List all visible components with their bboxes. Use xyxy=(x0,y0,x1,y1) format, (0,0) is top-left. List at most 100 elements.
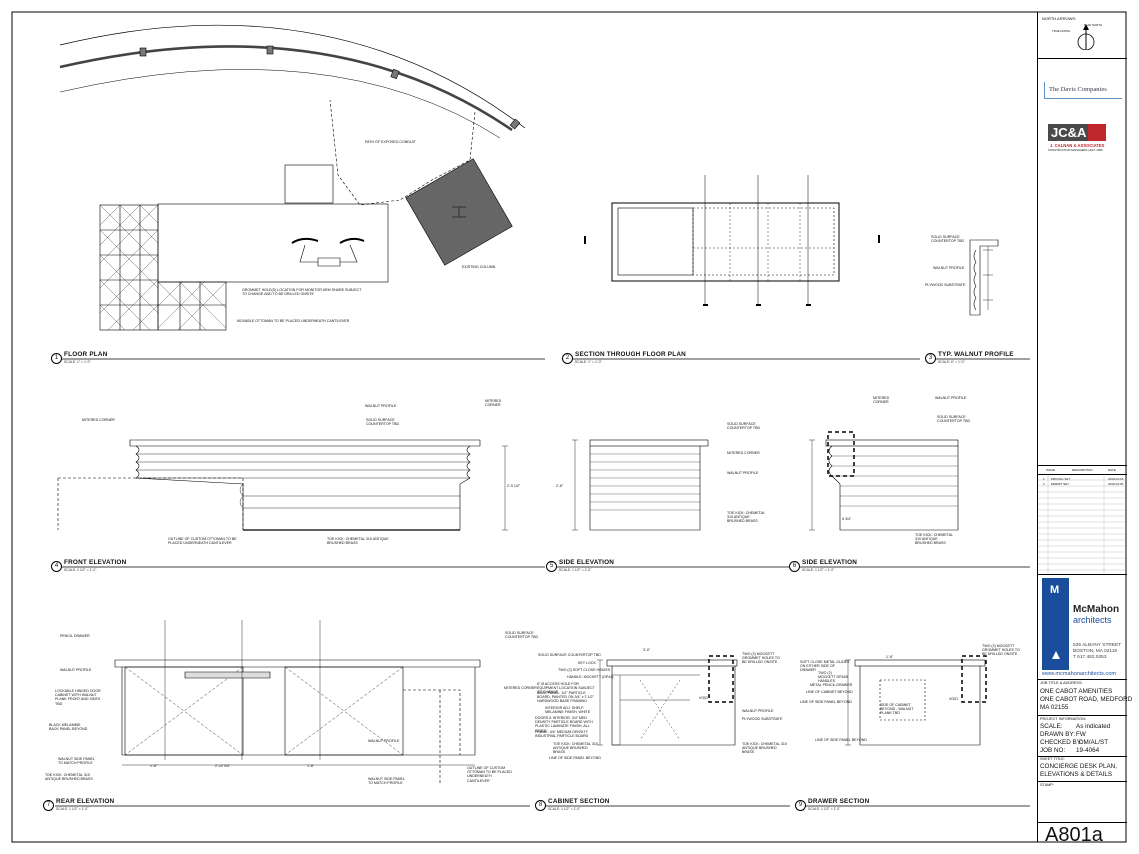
note-side5-walnut: WALNUT PROFILE xyxy=(727,471,759,475)
view-title-1: FLOOR PLAN xyxy=(64,351,108,358)
rev-2-issue: 2 xyxy=(1043,482,1045,486)
view-number-9: 9 xyxy=(795,800,806,811)
note-side6-mitered: MITERED CORNER xyxy=(873,396,890,405)
true-north-label: TRUE NORTH xyxy=(1052,29,1071,33)
sheet-title-2: ELEVATIONS & DETAILS xyxy=(1040,771,1113,778)
architect-name: McMahon xyxy=(1073,604,1120,615)
project-info-label: PROJECT INFORMATION: xyxy=(1040,717,1087,721)
job-title-1: ONE CABOT AMENITIES xyxy=(1040,688,1113,695)
note-cab-toe-kick: TOE KICK: CHEMETAL 310 ANTIQUE BRUSHED B… xyxy=(553,742,598,755)
rev-header-desc: DESCRIPTION xyxy=(1072,468,1093,472)
view-title-5: SIDE ELEVATION xyxy=(559,559,615,566)
note-drawer-handles: TWO (2) MOCKETT DP44B HANDLES xyxy=(818,671,848,684)
north-arrow-icon xyxy=(1077,24,1095,50)
view-title-7: REAR ELEVATION xyxy=(56,798,115,805)
dim-1: 1'-8" xyxy=(150,764,158,768)
dim-7: 5 3/4" xyxy=(842,517,852,521)
architect-address-1: 535 ALBANY STREET xyxy=(1073,643,1122,648)
view-scale-2: SCALE: 1" = 1'-0" xyxy=(575,360,602,364)
triangle-icon xyxy=(1052,651,1060,659)
view-scale-5: SCALE: 1 1/2" = 1'-0" xyxy=(559,568,592,572)
note-profile-walnut: WALNUT PROFILE xyxy=(933,266,965,270)
note-side6-solid-surface: SOLID SURFACE COUNTERTOP TBD xyxy=(937,415,971,424)
note-cab-key-lock: KEY LOCK xyxy=(578,661,596,665)
note-front-toe-kick: TOE KICK: CHEMETAL 310 ANTIQUE BRUSHED B… xyxy=(327,537,389,546)
note-cab-solid-surface: SOLID SURFACE COUNTERTOP TBD xyxy=(538,653,601,657)
note-drawer-pencil: METAL PENCIL DRAWER xyxy=(810,683,853,687)
view-title-8: CABINET SECTION xyxy=(548,798,610,805)
north-arrow-label: NORTH ARROWS: xyxy=(1042,16,1077,21)
contractor-tagline: CONSTRUCTION MANAGERS | EST. 1996 xyxy=(1048,148,1103,152)
note-front-mitered-left: MITERED CORNER xyxy=(82,418,115,422)
note-cab-handle: HANDLE: MOCKETT (DP44) xyxy=(567,675,614,679)
rear-elevation-drawing xyxy=(114,620,481,785)
note-rear-walnut-side-2: WALNUT SIDE PANEL TO MATCH PROFILE xyxy=(368,777,405,786)
side-elevation-5-drawing xyxy=(572,439,709,531)
view-title-6: SIDE ELEVATION xyxy=(802,559,858,566)
view-title-9: DRAWER SECTION xyxy=(808,798,870,805)
note-cab-access-hole: 8" Ø ACCESS HOLE FOR EQUIPMENT LOCATION … xyxy=(537,682,595,695)
checked-value: DM/AL/ST xyxy=(1079,739,1109,746)
note-front-mitered-right: MITERED CORNER xyxy=(485,399,502,408)
front-elevation-drawing xyxy=(57,439,508,531)
note-cab-grommet: TWO (2) MOCKETT GROMMET HOLES TO BE DRIL… xyxy=(742,652,780,665)
dim-4: 3'-0" xyxy=(643,648,651,652)
rev-2-date: 2020-03-25 xyxy=(1108,482,1124,486)
dim-3: 1'-8" xyxy=(307,764,315,768)
view-number-5: 5 xyxy=(546,561,557,572)
view-number-3: 3 xyxy=(925,353,936,364)
view-scale-9: SCALE: 1 1/2" = 1'-0" xyxy=(808,807,841,811)
view-scale-8: SCALE: 1 1/2" = 1'-0" xyxy=(548,807,581,811)
dim-2: 2'-10 3/4" xyxy=(215,764,231,768)
title-block: NORTH ARROWS: PLAN NORTH TRUE NORTH The … xyxy=(1037,12,1132,846)
rev-header-issue: ISSUE xyxy=(1046,468,1056,472)
view-scale-6: SCALE: 1 1/2" = 1'-0" xyxy=(802,568,835,572)
note-rear-mitered: MITERED CORNER xyxy=(504,686,537,690)
note-drawer-glides: SOFT CLOSE METAL GLIDES ON EITHER SIDE O… xyxy=(800,660,850,673)
dim-5: 1'-6" xyxy=(886,655,894,659)
note-drawer-cabinet-beyond: LINE OF CABINET BEYOND xyxy=(806,690,853,694)
architect-web[interactable]: www.mcmahonarchitects.com xyxy=(1042,671,1116,677)
job-title-3: MA 02155 xyxy=(1040,704,1069,711)
job-title-2: ONE CABOT ROAD, MEDFORD xyxy=(1040,696,1133,703)
revision-grid xyxy=(1038,474,1127,574)
note-side5-mitered: MITERED CORNER xyxy=(727,451,760,455)
note-profile-solid-surface: SOLID SURFACE COUNTERTOP TBD xyxy=(931,235,965,244)
note-column: EXISTING COLUMN xyxy=(462,265,496,269)
note-cab-frame: FRAME: 3/4" MEDIUM DENSITY INDUSTRIAL PA… xyxy=(535,730,589,739)
view-scale-4: SCALE: 1 1/2" = 1'-0" xyxy=(64,568,97,572)
walnut-profile-drawing xyxy=(969,239,999,316)
note-rear-black-melamine: BLACK MELAMINE BACK PANEL BEYOND xyxy=(49,723,88,732)
dim-6: 2'-6" xyxy=(556,484,564,488)
view-title-2: SECTION THROUGH FLOOR PLAN xyxy=(575,351,686,358)
view-number-7: 7 xyxy=(43,800,54,811)
note-drawer-side-cabinet: SIDE OF CABINET BEYOND - WALNUT PLANK TB… xyxy=(880,703,914,716)
view-title-4: FRONT ELEVATION xyxy=(64,559,127,566)
view-number-4: 4 xyxy=(51,561,62,572)
note-cab-walnut: WALNUT PROFILE xyxy=(742,709,774,713)
note-cab-soft-close: TWO (2) SOFT CLOSE HINGES xyxy=(558,668,611,672)
note-side6-walnut: WALNUT PROFILE xyxy=(935,396,967,400)
note-front-solid-surface: SOLID SURFACE COUNTERTOP TBD xyxy=(366,418,400,427)
view-scale-1: SCALE: 1" = 1'-0" xyxy=(64,360,91,364)
note-cab-void: VOID xyxy=(699,696,708,700)
note-cab-plywood: PLYWOOD SUBSTRATE xyxy=(742,717,783,721)
sheet-number: A801a xyxy=(1045,824,1103,846)
plan-north-label: PLAN NORTH xyxy=(1084,23,1102,27)
note-drawer-side-panel: LINE OF SIDE PANEL BEYOND xyxy=(800,700,852,704)
note-cab-interior-shelf: INTERIOR ADJ. SHELF: MELAMINE FINISH, WH… xyxy=(545,706,591,715)
cabinet-section-drawing xyxy=(597,655,738,746)
note-drawer-void: VOID xyxy=(949,697,958,701)
architect-address-2: BOSTON, MA 02118 xyxy=(1073,649,1118,654)
view-number-8: 8 xyxy=(535,800,546,811)
rev-1-date: 2020-03-18 xyxy=(1108,477,1124,481)
note-cab-toe-kick-2: TOE KICK: CHEMETAL 310 ANTIQUE BRUSHED B… xyxy=(742,742,787,755)
note-rear-lockable: LOCKABLE HINGED DOOR CABINET WITH WALNUT… xyxy=(55,689,101,706)
note-rear-pencil: PENCIL DRAWER xyxy=(60,634,90,638)
view-scale-3: SCALE: 6" = 1'-0" xyxy=(938,360,965,364)
note-rear-solid-surface: SOLID SURFACE COUNTERTOP TBD xyxy=(505,631,539,640)
contractor-logo: JC&A xyxy=(1048,124,1106,141)
scale-value: As indicated xyxy=(1076,723,1111,730)
